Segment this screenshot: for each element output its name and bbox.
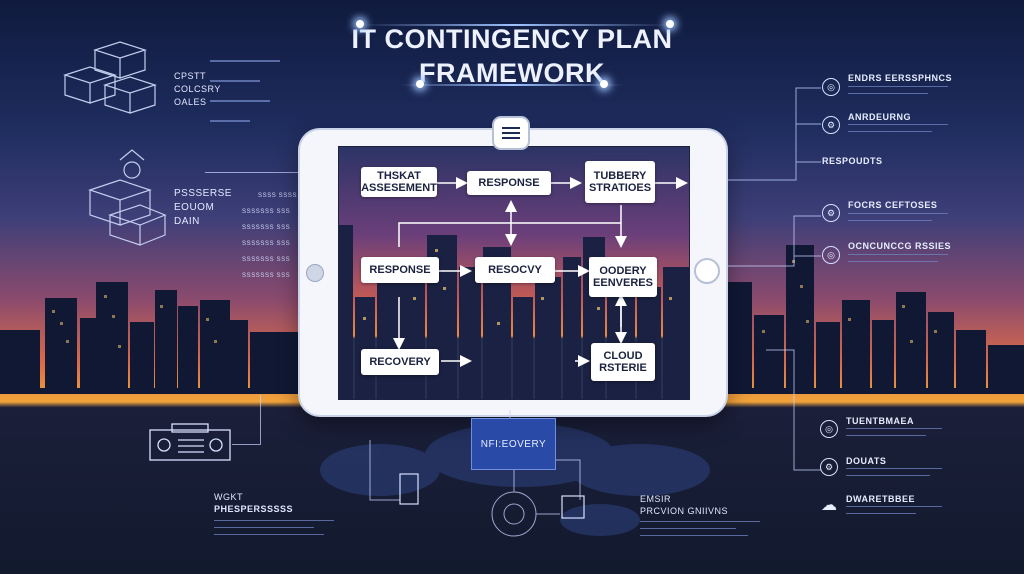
target-icon: ◎ [822, 246, 840, 264]
bottom-right-title-2: PRCVION GNIIVNS [640, 506, 729, 516]
document-icon-line [502, 132, 520, 134]
deco-bar [848, 93, 928, 94]
right-item-heading: DOUATS [846, 456, 887, 466]
deco-bar [846, 475, 930, 476]
title-line-2: FRAMEWORK [419, 58, 605, 88]
document-icon-line [502, 127, 520, 129]
left-top-label-3: OALES [174, 97, 207, 107]
deco-bar [848, 213, 948, 214]
node-recovery: RECOVERY [361, 349, 439, 375]
deco-bar [640, 521, 760, 522]
server-rack-icon [149, 423, 231, 461]
left-small-label: SSSSSSS SSS [242, 257, 291, 263]
tablet-camera-icon [306, 264, 324, 282]
node-oodery-eenveres: OODERY EENVERES [589, 257, 657, 297]
node-cloud-rsterie: CLOUD RSTERIE [591, 343, 655, 381]
right-item-heading: ENDRS EERSSPHNCS [848, 73, 953, 83]
left-mid-label-1: PSSSERSE [174, 188, 232, 199]
document-icon-line [502, 137, 520, 139]
glow-dot [600, 80, 608, 88]
node-response-2: RESPONSE [361, 257, 439, 283]
title-line-1: IT CONTINGENCY PLAN [351, 24, 673, 54]
left-top-label-2: COLCSRY [174, 84, 221, 94]
deco-bar [848, 124, 948, 125]
right-item-heading: FOCRS CEFTOSES [848, 200, 938, 210]
node-threat-assessment: THSKAT ASSESEMENT [361, 167, 437, 197]
deco-bar [848, 261, 938, 262]
target-icon: ◎ [820, 420, 838, 438]
right-connectors [726, 87, 821, 471]
tablet-frame: THSKAT ASSESEMENT RESPONSE TUBBERY STRAT… [300, 130, 726, 415]
gear-icon: ⚙ [822, 204, 840, 222]
left-mid-label-2: EOUOM [174, 202, 215, 213]
glow-dot [666, 20, 674, 28]
deco-bar [210, 80, 260, 82]
left-small-label: SSSSSSS SSS [242, 209, 291, 215]
deco-bar [210, 120, 250, 122]
right-item-heading: TUENTBMAEA [846, 416, 914, 426]
connector-line [260, 395, 261, 445]
flow-arrows [393, 177, 688, 367]
bottom-left-title-2: PHESPERSSSSS [214, 504, 294, 514]
deco-bar [848, 131, 932, 132]
deco-bar [640, 528, 736, 529]
node-tubbery-strategies: TUBBERY STRATIOES [585, 161, 655, 203]
connector-line [205, 172, 300, 173]
connector-line [232, 444, 260, 445]
gear-icon: ⚙ [820, 458, 838, 476]
deco-bar [846, 428, 942, 429]
bottom-right-title-1: EMSIR [640, 494, 672, 504]
tablet-home-button[interactable] [694, 258, 720, 284]
deco-bar [848, 220, 932, 221]
right-item-heading: ANRDEURNG [848, 112, 911, 122]
left-small-label: SSSSSSS SSS [242, 273, 291, 279]
deco-bar [846, 506, 942, 507]
right-item-heading: DWARETBBEE [846, 494, 916, 504]
deco-bar [846, 435, 926, 436]
bottom-left-title-1: WGKT [214, 492, 243, 502]
deco-bar [846, 513, 916, 514]
bottom-connectors [369, 410, 585, 537]
isometric-server-icons [63, 41, 167, 246]
deco-bar [214, 534, 324, 535]
left-small-label: SSSS SSSS [258, 193, 298, 199]
document-icon[interactable] [492, 116, 530, 150]
deco-bar [848, 86, 948, 87]
tablet-screen: THSKAT ASSESEMENT RESPONSE TUBBERY STRAT… [338, 146, 690, 400]
glow-dot [356, 20, 364, 28]
cloud-icon: ☁ [821, 497, 837, 514]
deco-bar [210, 100, 270, 102]
title-block: IT CONTINGENCY PLAN FRAMEWORK [0, 22, 1024, 90]
left-top-label-1: CPSTT [174, 71, 207, 81]
right-item-heading: RESPOUDTS [822, 156, 883, 166]
title-rule-bottom [400, 84, 624, 86]
right-item-heading: OCNCUNCCG RSSIES [848, 241, 952, 251]
deco-bar [846, 468, 942, 469]
deco-bar [210, 60, 280, 62]
left-small-label: SSSSSSS SSS [242, 241, 291, 247]
node-response: RESPONSE [467, 171, 551, 195]
glow-dot [416, 80, 424, 88]
left-small-label: SSSSSSS SSS [242, 225, 291, 231]
recovery-box: NFI:EOVERY [471, 418, 556, 470]
gear-icon: ⚙ [822, 116, 840, 134]
title-rule-top [360, 24, 670, 26]
deco-bar [848, 254, 948, 255]
target-icon: ◎ [822, 78, 840, 96]
deco-bar [640, 535, 748, 536]
deco-bar [214, 520, 334, 521]
deco-bar [214, 527, 314, 528]
node-resocvy: RESOCVY [475, 257, 555, 283]
left-mid-label-3: DAIN [174, 216, 200, 227]
